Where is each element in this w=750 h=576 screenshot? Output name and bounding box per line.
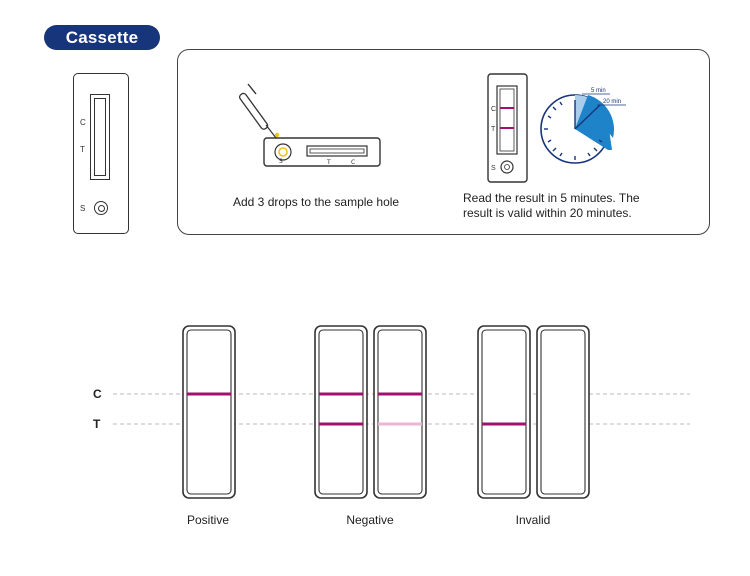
cassette-c-label: C xyxy=(80,118,86,127)
horizontal-cassette-icon xyxy=(263,137,381,167)
step-read-result-text: Read the result in 5 minutes. The result… xyxy=(463,191,640,221)
negative-label: Negative xyxy=(346,513,394,527)
result-c-label: C xyxy=(93,387,102,401)
invalid-label: Invalid xyxy=(515,513,551,527)
horizontal-c-label: C xyxy=(351,159,355,166)
horizontal-s-label: S xyxy=(279,158,283,165)
cassette-s-label: S xyxy=(80,204,86,213)
positive-label: Positive xyxy=(186,513,230,527)
timer-5min-label: 5 min xyxy=(591,88,606,94)
step-add-drops-text: Add 3 drops to the sample hole xyxy=(233,195,400,209)
negative-strip-1-window xyxy=(318,329,364,495)
cassette-t-label: T xyxy=(80,145,85,154)
dropper-icon xyxy=(238,83,283,143)
invalid-strip-2-window xyxy=(540,329,586,495)
cassette-result-window xyxy=(90,94,110,180)
cassette-sample-well xyxy=(94,201,108,215)
strip-t-label: T xyxy=(491,126,496,133)
vertical-strip-icon xyxy=(487,73,528,183)
invalid-strip-1-window xyxy=(481,329,527,495)
result-t-label: T xyxy=(93,417,101,431)
strip-c-label: C xyxy=(491,106,496,113)
negative-strip-2-window xyxy=(377,329,423,495)
timer-20min-label: 20 min xyxy=(603,99,621,105)
positive-strip-1-window xyxy=(186,329,232,495)
instructions-panel xyxy=(177,49,710,235)
step-read-result-line2: result is valid within 20 minutes. xyxy=(463,206,632,220)
section-badge: Cassette xyxy=(44,25,160,50)
timer-icon xyxy=(540,93,626,164)
horizontal-t-label: T xyxy=(326,159,331,166)
cassette-illustration: C T S xyxy=(73,73,129,234)
step-read-result-line1: Read the result in 5 minutes. The xyxy=(463,191,640,205)
strip-s-label: S xyxy=(491,165,496,172)
